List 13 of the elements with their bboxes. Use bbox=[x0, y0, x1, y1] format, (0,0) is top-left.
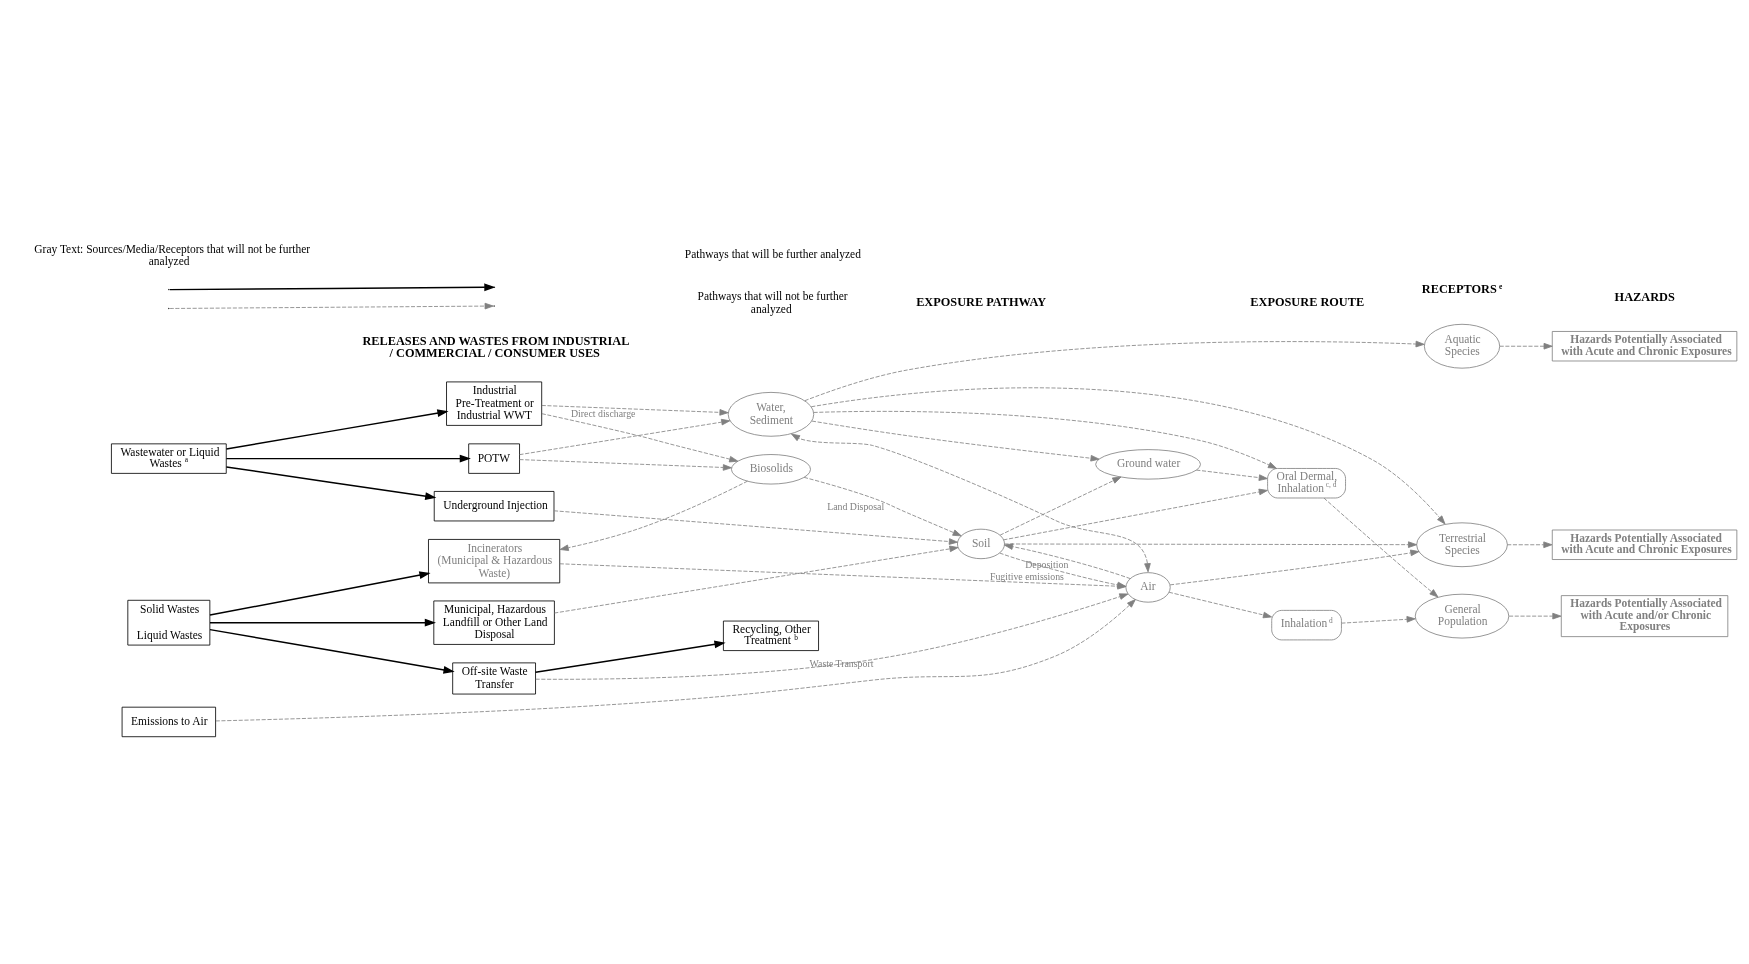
label: EXPOSURE ROUTE bbox=[1250, 294, 1365, 309]
edge-label: Deposition bbox=[1025, 558, 1069, 570]
legend-label: Pathways that will not be further analyzed bbox=[697, 290, 848, 315]
legend-label: Gray Text: Sources/Media/Receptors that will not be further analyzed bbox=[34, 242, 311, 268]
label: HAZARDS bbox=[1614, 289, 1675, 304]
label: EXPOSURE PATHWAY bbox=[916, 294, 1047, 309]
legend-label: Pathways that will be further analyzed bbox=[684, 248, 861, 261]
edge-label: Waste Transport bbox=[809, 658, 874, 670]
edge-label: Direct discharge bbox=[570, 407, 636, 419]
label: RECEPTORS $^{e}$ bbox=[1421, 281, 1503, 297]
edge-label: Land Disposal bbox=[827, 501, 885, 513]
edge-label: Fugitive emissions bbox=[989, 570, 1064, 582]
label: RELEASES AND WASTES FROM INDUSTRIAL / COMMERCIAL / CONSUMER USES bbox=[362, 333, 630, 360]
